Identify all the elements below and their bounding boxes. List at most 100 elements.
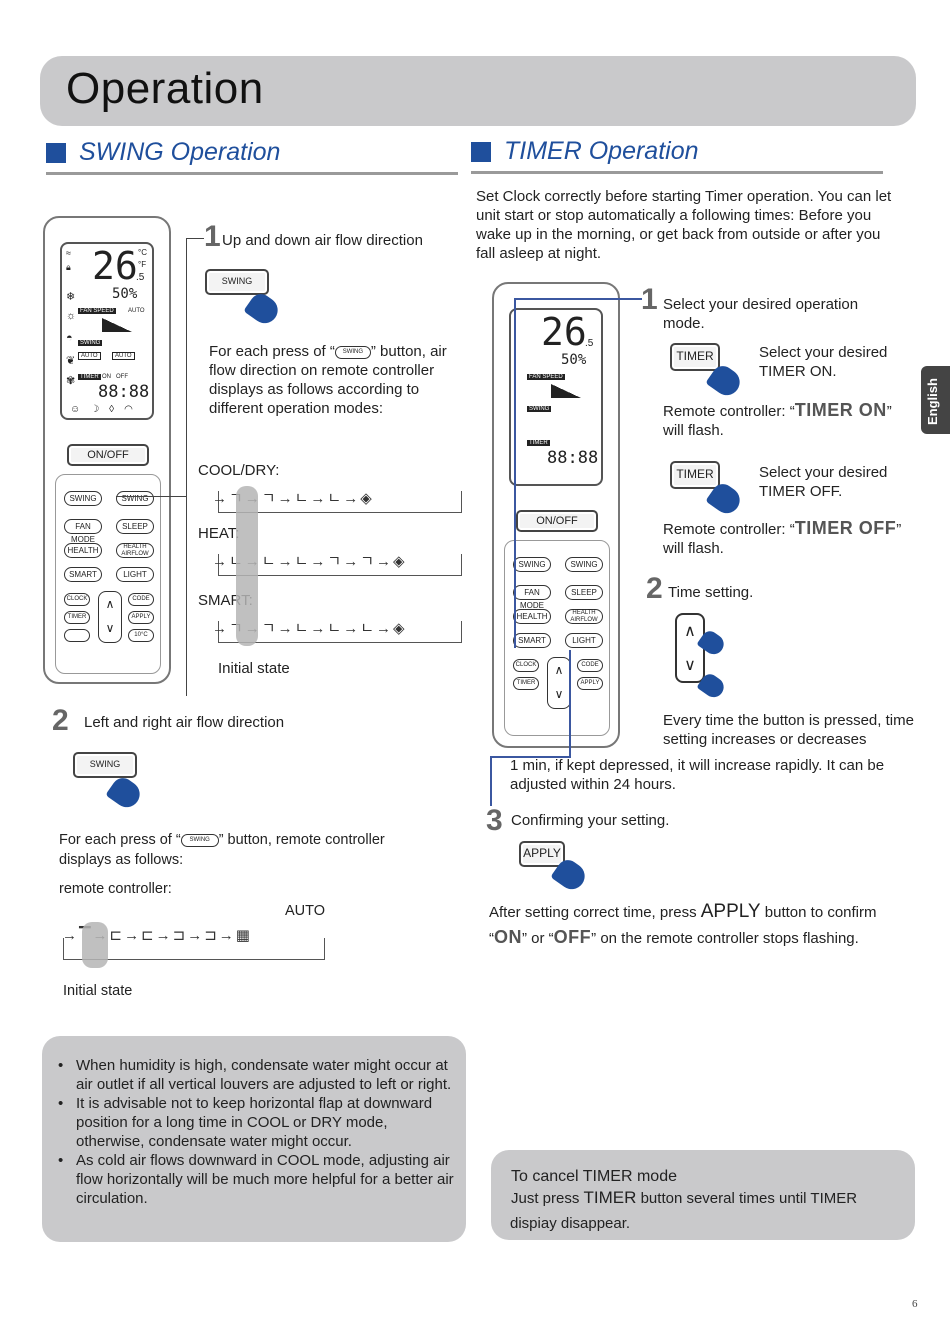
timer-connector-bottom	[490, 756, 571, 758]
health-airflow-key-right[interactable]: HEALTH AIRFLOW	[565, 609, 603, 624]
onoff-button-right[interactable]: ON/OFF	[516, 510, 598, 532]
timer-label-right: TIMER	[527, 440, 550, 446]
code-key[interactable]: CODE	[128, 593, 154, 606]
timer-off-flash-note: Remote controller: “TIMER OFF” will flas…	[663, 518, 902, 558]
remote-lcd-right: 26 .5 50% FAN SPEED SWING TIMER 88:88	[509, 308, 603, 486]
unit-c: °C	[138, 248, 147, 257]
mode-heat-label: HEAT:	[198, 525, 240, 542]
swing-section-title: SWING Operation	[79, 138, 281, 166]
health-key[interactable]: HEALTH	[64, 543, 102, 558]
timer-on-button-illustration[interactable]: TIMER	[670, 343, 720, 371]
ten-degree-key[interactable]: 10°C	[128, 629, 154, 642]
swing-vertical-key[interactable]: SWING	[64, 491, 102, 506]
apply-key-right[interactable]: APPLY	[577, 677, 603, 690]
timer-key-right[interactable]: TIMER	[513, 677, 539, 690]
clock-display: 88:88	[98, 382, 150, 402]
mode-cool-dry-label: COOL/DRY:	[198, 462, 280, 479]
header-bar	[40, 56, 916, 126]
mode-icons-row: ☺☽◊◠	[70, 404, 143, 415]
timer-connector-mid	[569, 650, 571, 756]
swing-step2-number: 2	[52, 704, 69, 737]
lr-sequence-frame	[63, 938, 325, 960]
fan-speed-label: FAN SPEED	[78, 308, 116, 314]
swing-step1-label: Up and down air flow direction	[222, 232, 423, 249]
timer-after-desc: After setting correct time, press APPLY …	[489, 901, 877, 922]
clock-key-right[interactable]: CLOCK	[513, 659, 539, 672]
sleep-key[interactable]: SLEEP	[116, 519, 154, 534]
cancel-timer-box	[491, 1150, 915, 1240]
smart-flap-sequence: →ㄱ→ㄱ→ㄴ→ㄴ→ㄴ→◈	[212, 620, 407, 637]
heat-sequence-frame	[218, 554, 462, 576]
snowflake-icon: ❄	[66, 291, 76, 303]
swing-connector-top	[186, 238, 204, 239]
note-item: •When humidity is high, condensate water…	[58, 1057, 452, 1093]
swing-label: SWING	[78, 340, 103, 346]
clock-key[interactable]: CLOCK	[64, 593, 90, 606]
sun-icon: ☼	[66, 310, 77, 322]
temp-decimal-right: .5	[585, 338, 594, 349]
remote-controller-label: remote controller:	[59, 881, 172, 897]
remote-controller-right: 26 .5 50% FAN SPEED SWING TIMER 88:88 ON…	[492, 282, 620, 748]
smart-key[interactable]: SMART	[64, 567, 102, 582]
swing-auto-2: AUTO	[112, 352, 135, 360]
timer-intro: Set Clock correctly before starting Time…	[476, 188, 892, 262]
sleep-key-right[interactable]: SLEEP	[565, 585, 603, 600]
swing-connector-key	[116, 496, 186, 497]
timer-step1-number: 1	[641, 283, 658, 316]
lr-flap-sequence: →▔→⊏→⊏→⊐→⊐→▦	[62, 927, 252, 944]
select-timer-off: Select your desired TIMER OFF.	[759, 464, 888, 500]
swing-vertical-key-right[interactable]: SWING	[513, 557, 551, 572]
select-timer-on: Select your desired TIMER ON.	[759, 344, 888, 380]
health-airflow-key[interactable]: HEALTH AIRFLOW	[116, 543, 154, 558]
remote-controller-left: ≈ 🔒︎ 26 °C °F .5 ❄ 50% ☼ FAN SPEED AUTO …	[43, 216, 171, 684]
swing-horizontal-key-right[interactable]: SWING	[565, 557, 603, 572]
onoff-button[interactable]: ON/OFF	[67, 444, 149, 466]
swing-button-illustration[interactable]: SWING	[205, 269, 269, 295]
fan-speed-bars	[102, 318, 132, 332]
timer-section-title: TIMER Operation	[504, 137, 699, 165]
apply-button-illustration[interactable]: APPLY	[519, 841, 565, 867]
smart-sequence-frame	[218, 621, 462, 643]
apply-key[interactable]: APPLY	[128, 611, 154, 624]
up-down-key[interactable]: ∧∨	[98, 591, 122, 643]
timer-label: TIMER	[78, 374, 101, 380]
language-tab[interactable]	[921, 366, 950, 434]
pointing-hand-icon-2	[105, 773, 145, 813]
timer-step2-label: Time setting.	[668, 584, 754, 601]
temp-display-right: 26	[541, 310, 587, 354]
code-key-right[interactable]: CODE	[577, 659, 603, 672]
fan-mode-key-right[interactable]: FAN MODE	[513, 585, 551, 610]
timer-section-marker	[471, 142, 491, 162]
auto-label: AUTO	[285, 903, 326, 919]
timer-step2-desc-b: 1 min, if kept depressed, it will increa…	[510, 757, 885, 793]
swing-step1-desc: For each press of “SWING” button, air fl…	[209, 343, 447, 417]
inline-swing-key: SWING	[334, 345, 371, 359]
drop-icon: ◓	[66, 332, 73, 344]
pointing-hand-icon	[243, 289, 283, 329]
smart-key-right[interactable]: SMART	[513, 633, 551, 648]
cool-sequence-frame	[218, 491, 462, 513]
remote-button-panel-right: SWING SWING FAN MODE SLEEP HEALTH HEALTH…	[504, 540, 610, 736]
humidity-display: 50%	[112, 286, 138, 302]
up-down-key-right[interactable]: ∧∨	[547, 657, 571, 709]
timer-connector-top	[514, 298, 642, 300]
up-down-button-illustration[interactable]: ∧∨	[675, 613, 705, 683]
timer-off-button-illustration[interactable]: TIMER	[670, 461, 720, 489]
inline-swing-lr-key: SWING	[180, 833, 219, 847]
humidity-display-right: 50%	[561, 352, 587, 368]
swing-lr-button-illustration[interactable]: SWING	[73, 752, 137, 778]
health-key-right[interactable]: HEALTH	[513, 609, 551, 624]
timer-connector-left	[514, 298, 516, 648]
cancel-timer-desc: Just press TIMER button several times un…	[511, 1188, 858, 1207]
fan-icon: ✾	[66, 375, 76, 387]
swing-connector-line	[186, 238, 187, 696]
lock-icon: 🔒︎	[66, 262, 71, 272]
timer-connector-step3	[490, 756, 492, 806]
swing-horizontal-key[interactable]: SWING	[116, 491, 154, 506]
light-key[interactable]: LIGHT	[116, 567, 154, 582]
cancel-key[interactable]	[64, 629, 90, 642]
light-key-right[interactable]: LIGHT	[565, 633, 603, 648]
timer-key[interactable]: TIMER	[64, 611, 90, 624]
swing-auto-1: AUTO	[78, 352, 101, 360]
fan-mode-key[interactable]: FAN MODE	[64, 519, 102, 544]
